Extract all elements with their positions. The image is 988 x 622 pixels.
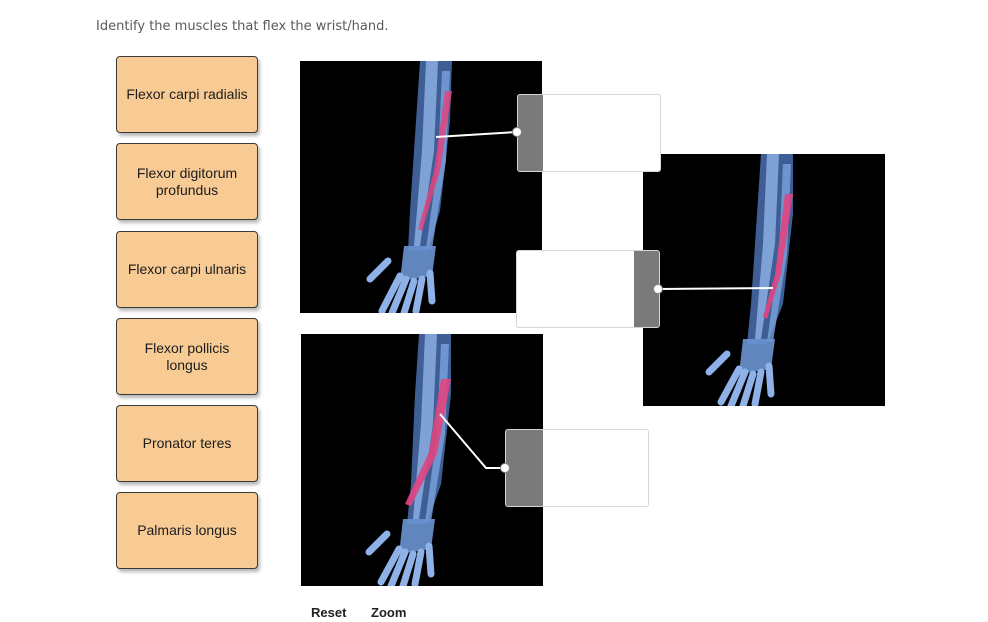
term-card-flexor-carpi-radialis[interactable]: Flexor carpi radialis	[116, 56, 258, 133]
drop-zone-1[interactable]	[517, 94, 661, 172]
forearm-image-1	[300, 61, 542, 313]
drop-zone-2-handle	[634, 251, 659, 327]
drop-zone-1-handle	[518, 95, 543, 171]
forearm-image-2	[643, 154, 885, 406]
term-card-flexor-carpi-ulnaris[interactable]: Flexor carpi ulnaris	[116, 231, 258, 308]
drop-zone-2[interactable]	[516, 250, 660, 328]
drop-zone-3[interactable]	[505, 429, 649, 507]
term-card-pronator-teres[interactable]: Pronator teres	[116, 405, 258, 482]
term-card-palmaris-longus[interactable]: Palmaris longus	[116, 492, 258, 569]
zoom-button[interactable]: Zoom	[371, 605, 407, 620]
forearm-illustration-1	[366, 61, 452, 313]
forearm-illustration-3	[365, 334, 451, 586]
question-prompt: Identify the muscles that flex the wrist…	[96, 19, 389, 34]
reset-button[interactable]: Reset	[311, 605, 347, 620]
forearm-illustration-2	[705, 154, 793, 406]
term-card-flexor-digitorum-profundus[interactable]: Flexor digitorum profundus	[116, 143, 258, 220]
drop-zone-3-handle	[506, 430, 543, 506]
term-card-flexor-pollicis-longus[interactable]: Flexor pollicis longus	[116, 318, 258, 395]
